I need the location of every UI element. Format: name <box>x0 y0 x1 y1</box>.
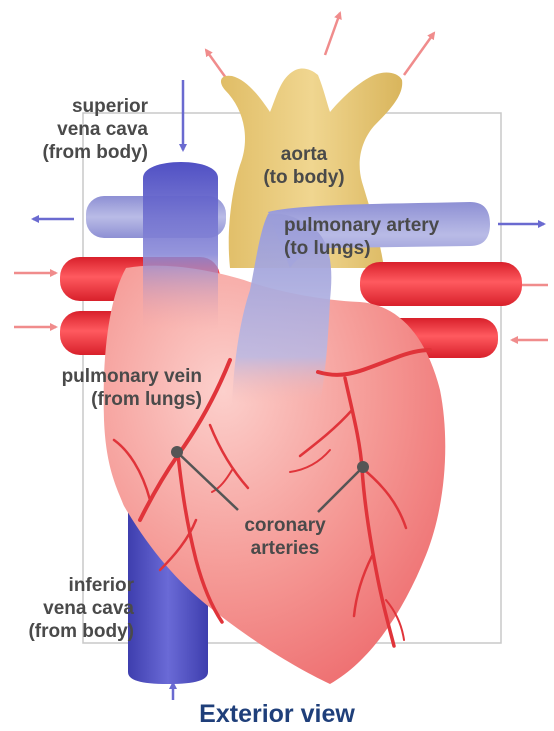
label-line: (to lungs) <box>284 237 439 260</box>
label-line: vena cava <box>6 597 134 620</box>
label-coronary-arteries: coronary arteries <box>224 514 346 560</box>
label-line: vena cava <box>20 118 148 141</box>
label-line: arteries <box>224 537 346 560</box>
label-line: (from lungs) <box>10 388 202 411</box>
label-line: (from body) <box>6 620 134 643</box>
label-superior-vena-cava: superior vena cava (from body) <box>20 95 148 164</box>
pulmonary-vein-right-upper <box>360 262 522 306</box>
aorta-arrow-right <box>404 33 434 75</box>
label-line: aorta <box>248 143 360 166</box>
label-line: pulmonary artery <box>284 214 439 237</box>
callout-dot-left <box>171 446 183 458</box>
label-line: inferior <box>6 574 134 597</box>
label-inferior-vena-cava: inferior vena cava (from body) <box>6 574 134 643</box>
label-line: (to body) <box>248 166 360 189</box>
label-pulmonary-artery: pulmonary artery (to lungs) <box>284 214 439 260</box>
superior-vena-cava <box>143 162 218 330</box>
callout-dot-right <box>357 461 369 473</box>
label-line: superior <box>20 95 148 118</box>
label-pulmonary-vein: pulmonary vein (from lungs) <box>10 365 202 411</box>
label-line: pulmonary vein <box>10 365 202 388</box>
aorta-arrow-middle <box>325 13 340 55</box>
diagram-title: Exterior view <box>0 700 554 729</box>
label-aorta: aorta (to body) <box>248 143 360 189</box>
label-line: (from body) <box>20 141 148 164</box>
aorta-arrow-left <box>206 50 226 78</box>
label-line: coronary <box>224 514 346 537</box>
